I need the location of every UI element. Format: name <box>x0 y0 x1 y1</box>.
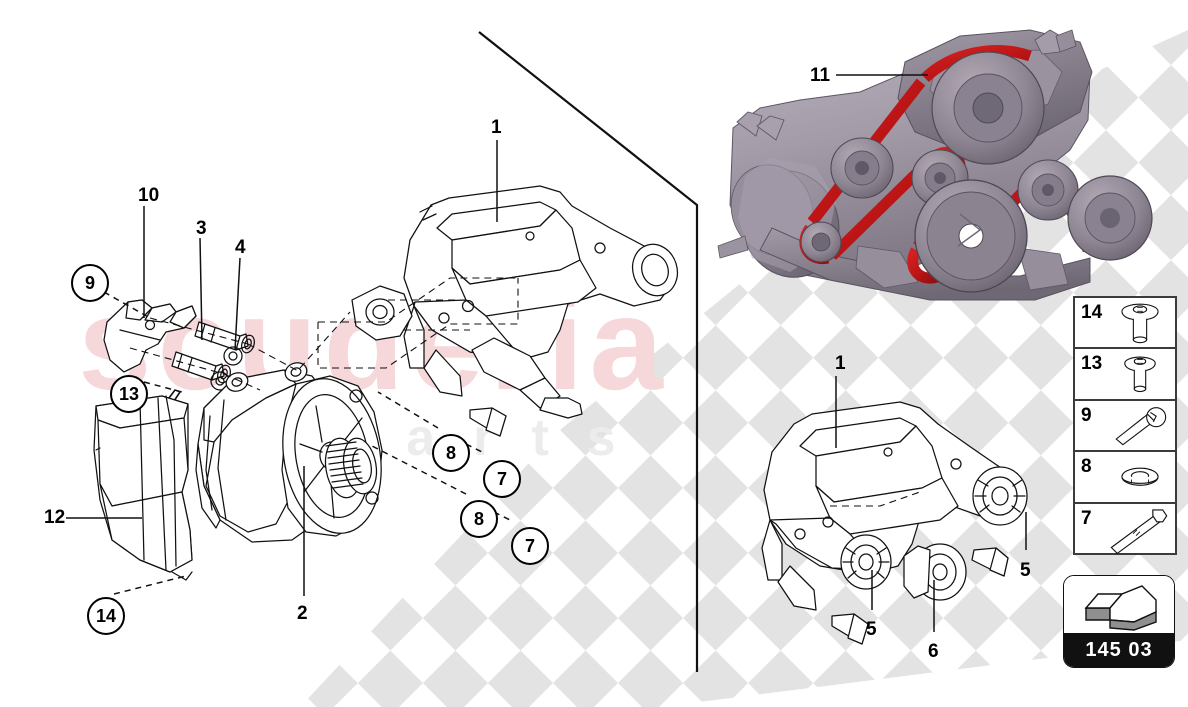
callout-1-main: 1 <box>491 117 502 138</box>
alternator-part-2 <box>195 362 383 543</box>
push-rivet-icon <box>1124 356 1156 393</box>
pulley-part-6 <box>903 543 967 601</box>
circled-callout-7b: 7 <box>511 527 549 565</box>
washers-part-4 <box>210 346 243 391</box>
pulley-part-5-right <box>972 466 1028 526</box>
legend-number-7: 7 <box>1081 507 1092 529</box>
alternator-pulley <box>324 437 378 499</box>
bracket-part-1-lower <box>761 401 1019 645</box>
callout-4: 4 <box>235 237 246 258</box>
callout-5-right: 5 <box>1020 560 1031 581</box>
heat-shield-part-12 <box>93 395 193 581</box>
tensioner-linkage <box>351 285 413 341</box>
circled-callout-9: 9 <box>71 264 109 302</box>
callout-12: 12 <box>44 507 66 528</box>
badge-arrow-graphic <box>1064 576 1174 633</box>
legend-row-8: 8 <box>1075 452 1175 504</box>
callout-1-lower: 1 <box>835 353 846 374</box>
bracket-part-1 <box>403 185 679 437</box>
legend-number-8: 8 <box>1081 456 1092 478</box>
circled-callout-8a: 8 <box>432 434 470 472</box>
legend-number-14: 14 <box>1081 302 1103 323</box>
circled-callout-8b: 8 <box>460 500 498 538</box>
legend-row-9: 9 <box>1075 401 1175 453</box>
chevron-block-icon <box>1084 585 1157 631</box>
section-code-text: 145 03 <box>1064 633 1174 667</box>
callout-6: 6 <box>928 641 939 662</box>
plate-part-10 <box>103 299 197 373</box>
legend-number-13: 13 <box>1081 353 1103 375</box>
hex-bolt-icon <box>1115 406 1167 446</box>
pulley-part-5-left <box>840 534 892 590</box>
hardware-legend-table: 14 13 <box>1073 296 1177 555</box>
callout-2: 2 <box>297 603 308 624</box>
legend-number-9: 9 <box>1081 404 1092 426</box>
push-rivet-icon <box>1121 303 1159 344</box>
callout-5-left: 5 <box>866 619 877 640</box>
washer-icon <box>1121 467 1159 486</box>
legend-row-7: 7 <box>1075 504 1175 555</box>
callout-10: 10 <box>138 185 160 206</box>
legend-row-13: 13 <box>1075 349 1175 401</box>
legend-row-14: 14 <box>1075 298 1175 350</box>
section-code-badge: 145 03 <box>1063 575 1175 668</box>
circled-callout-14: 14 <box>87 597 125 635</box>
callout-11: 11 <box>810 65 831 86</box>
circled-callout-7a: 7 <box>483 460 521 498</box>
circled-callout-13: 13 <box>110 375 148 413</box>
long-bolt-icon <box>1110 508 1168 554</box>
callout-3: 3 <box>196 218 207 239</box>
